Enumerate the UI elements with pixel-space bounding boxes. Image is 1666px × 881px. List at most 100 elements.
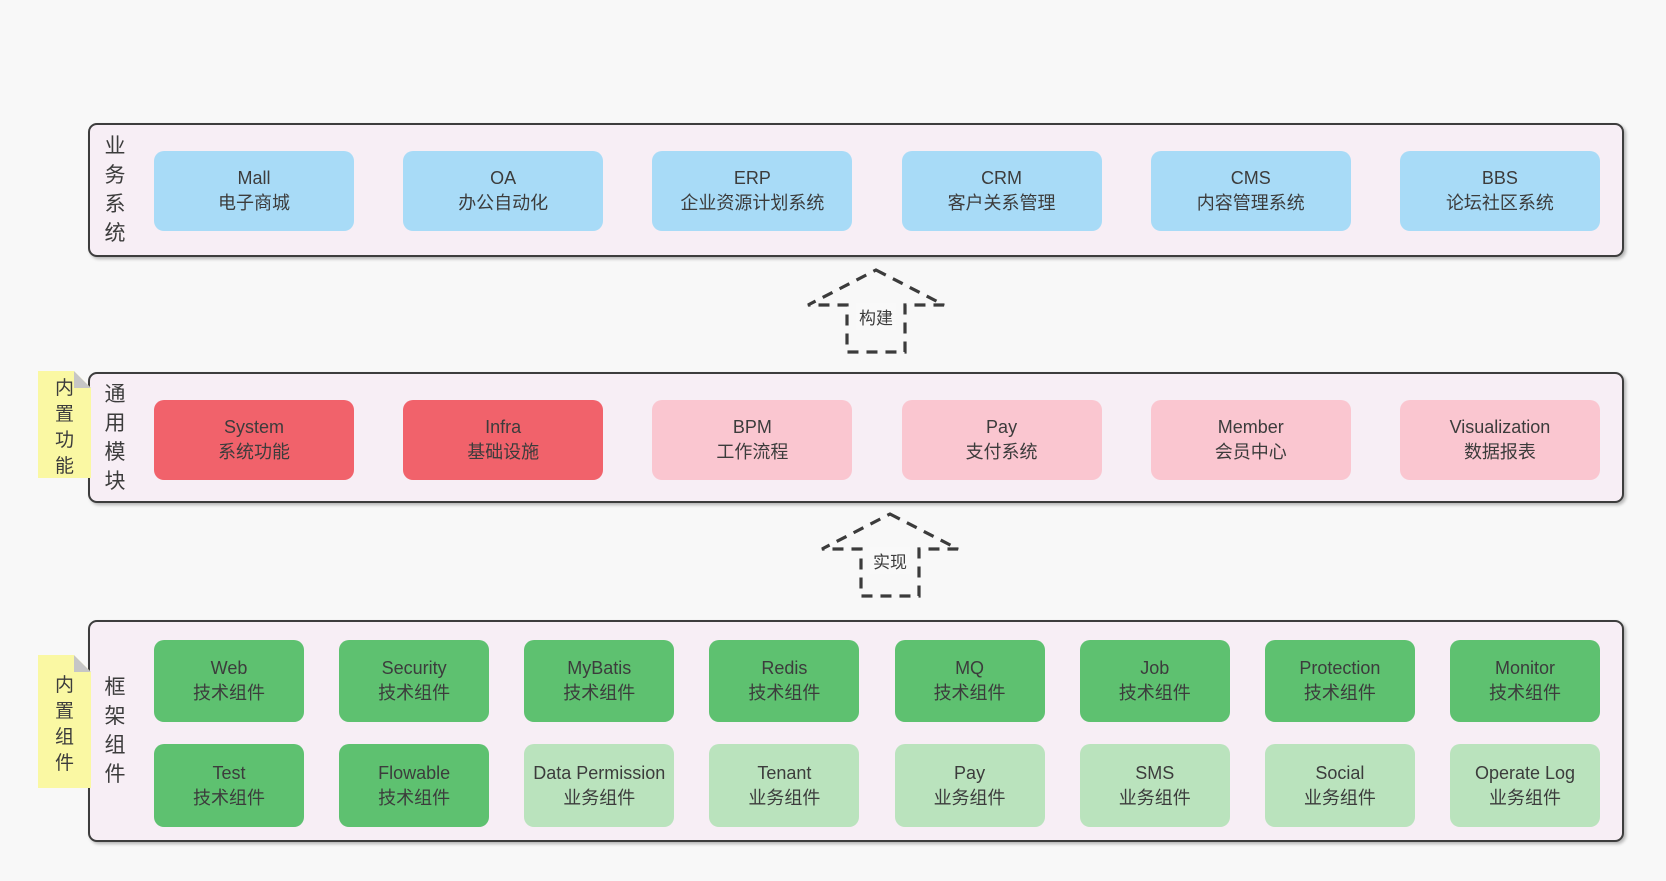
box-security: Security 技术组件 <box>339 640 490 722</box>
box-mybatis: MyBatis 技术组件 <box>524 640 675 722</box>
box-subtitle: 基础设施 <box>467 442 540 462</box>
box-subtitle: 业务组件 <box>748 787 821 808</box>
box-subtitle: 论坛社区系统 <box>1445 193 1554 213</box>
box-subtitle: 业务组件 <box>563 787 636 808</box>
box-mall: Mall 电子商城 <box>154 151 354 231</box>
box-title: Social <box>1315 762 1365 783</box>
box-title: BPM <box>732 417 772 437</box>
builtin-components-sticky: 内置组件 <box>38 655 91 788</box>
box-title: Protection <box>1299 658 1381 678</box>
box-title: Monitor <box>1494 658 1555 678</box>
box-title: MQ <box>955 658 985 678</box>
box-title: CMS <box>1230 168 1271 188</box>
build-arrow: 构建 <box>806 268 946 354</box>
box-test: Test 技术组件 <box>154 744 304 827</box>
box-subtitle: 系统功能 <box>218 442 290 462</box>
box-member: Member 会员中心 <box>1150 400 1351 480</box>
box-cms: CMS 内容管理系统 <box>1150 151 1351 231</box>
box-bbs: BBS 论坛社区系统 <box>1399 151 1600 231</box>
common-modules-panel: 通用模块 System 系统功能 Infra 基础设施 BPM 工作流程 Pay… <box>88 372 1624 503</box>
builtin-features-sticky-label: 内置功能 <box>54 377 74 477</box>
box-title: Security <box>381 658 447 678</box>
box-title: SMS <box>1135 762 1175 783</box>
box-pay-component: Pay 业务组件 <box>894 744 1045 827</box>
box-subtitle: 客户关系管理 <box>947 193 1056 213</box>
box-subtitle: 技术组件 <box>193 683 265 703</box>
box-title: BBS <box>1481 168 1518 188</box>
framework-components-panel: 框架组件 Web 技术组件 Security 技术组件 MyBatis 技术组件… <box>88 620 1624 842</box>
box-subtitle: 内容管理系统 <box>1196 193 1305 213</box>
box-sms: SMS 业务组件 <box>1079 744 1230 827</box>
box-title: Redis <box>761 658 808 678</box>
box-title: Tenant <box>757 762 812 783</box>
box-infra: Infra 基础设施 <box>403 400 604 480</box>
box-title: Infra <box>485 417 522 437</box>
components-row-1: Web 技术组件 Security 技术组件 MyBatis 技术组件 Redi… <box>154 640 1600 722</box>
box-title: Member <box>1217 417 1284 437</box>
box-title: Operate Log <box>1474 762 1576 783</box>
box-operate-log: Operate Log 业务组件 <box>1449 744 1600 827</box>
box-subtitle: 工作流程 <box>716 442 789 462</box>
box-oa: OA 办公自动化 <box>403 151 604 231</box>
box-title: MyBatis <box>567 658 632 678</box>
box-subtitle: 业务组件 <box>1118 787 1191 808</box>
box-subtitle: 办公自动化 <box>458 193 549 213</box>
dashed-up-arrow-icon <box>821 512 959 598</box>
box-job: Job 技术组件 <box>1079 640 1230 722</box>
box-subtitle: 企业资源计划系统 <box>680 193 825 213</box>
box-protection: Protection 技术组件 <box>1264 640 1415 722</box>
box-title: Data Permission <box>533 762 666 783</box>
box-mq: MQ 技术组件 <box>894 640 1045 722</box>
box-data-permission: Data Permission 业务组件 <box>524 744 675 827</box>
box-subtitle: 技术组件 <box>1488 683 1561 703</box>
box-pay-module: Pay 支付系统 <box>901 400 1102 480</box>
builtin-features-sticky: 内置功能 <box>38 371 91 478</box>
box-system: System 系统功能 <box>154 400 354 480</box>
box-monitor: Monitor 技术组件 <box>1449 640 1600 722</box>
box-visualization: Visualization 数据报表 <box>1399 400 1600 480</box>
implement-arrow: 实现 <box>820 512 960 598</box>
box-title: Pay <box>954 762 986 783</box>
build-arrow-label: 构建 <box>856 303 896 330</box>
box-subtitle: 技术组件 <box>1118 683 1191 703</box>
box-subtitle: 业务组件 <box>1303 787 1376 808</box>
business-boxes-row: Mall 电子商城 OA 办公自动化 ERP 企业资源计划系统 CRM 客户关系… <box>154 151 1600 231</box>
box-title: Mall <box>237 168 271 188</box>
box-subtitle: 技术组件 <box>378 787 451 808</box>
box-redis: Redis 技术组件 <box>709 640 860 722</box>
box-subtitle: 技术组件 <box>933 683 1006 703</box>
builtin-components-sticky-label: 内置组件 <box>54 674 74 774</box>
box-title: Visualization <box>1449 417 1551 437</box>
box-subtitle: 数据报表 <box>1463 442 1536 462</box>
box-subtitle: 技术组件 <box>1303 683 1376 703</box>
box-title: Web <box>210 658 248 678</box>
box-subtitle: 支付系统 <box>965 442 1038 462</box>
box-subtitle: 技术组件 <box>193 787 265 808</box>
box-web: Web 技术组件 <box>154 640 304 722</box>
box-subtitle: 技术组件 <box>563 683 636 703</box>
box-title: ERP <box>733 168 771 188</box>
box-subtitle: 技术组件 <box>378 683 451 703</box>
box-erp: ERP 企业资源计划系统 <box>652 151 853 231</box>
box-bpm: BPM 工作流程 <box>652 400 853 480</box>
box-title: Flowable <box>378 762 451 783</box>
dashed-up-arrow-icon <box>807 268 945 354</box>
modules-boxes-row: System 系统功能 Infra 基础设施 BPM 工作流程 Pay 支付系统… <box>154 400 1600 480</box>
box-title: Job <box>1140 658 1170 678</box>
common-modules-label: 通用模块 <box>104 382 126 493</box>
box-subtitle: 电子商城 <box>218 193 290 213</box>
box-title: OA <box>490 168 517 188</box>
box-subtitle: 业务组件 <box>1488 787 1561 808</box>
box-subtitle: 业务组件 <box>933 787 1006 808</box>
box-title: CRM <box>981 168 1023 188</box>
box-tenant: Tenant 业务组件 <box>709 744 860 827</box>
box-title: Test <box>212 762 246 783</box>
box-crm: CRM 客户关系管理 <box>901 151 1102 231</box>
box-title: System <box>223 417 284 437</box>
implement-arrow-label: 实现 <box>870 547 910 574</box>
box-flowable: Flowable 技术组件 <box>339 744 490 827</box>
box-title: Pay <box>986 417 1018 437</box>
box-social: Social 业务组件 <box>1264 744 1415 827</box>
business-systems-label: 业务系统 <box>104 135 126 245</box>
business-systems-panel: 业务系统 Mall 电子商城 OA 办公自动化 ERP 企业资源计划系统 CRM… <box>88 123 1624 257</box>
